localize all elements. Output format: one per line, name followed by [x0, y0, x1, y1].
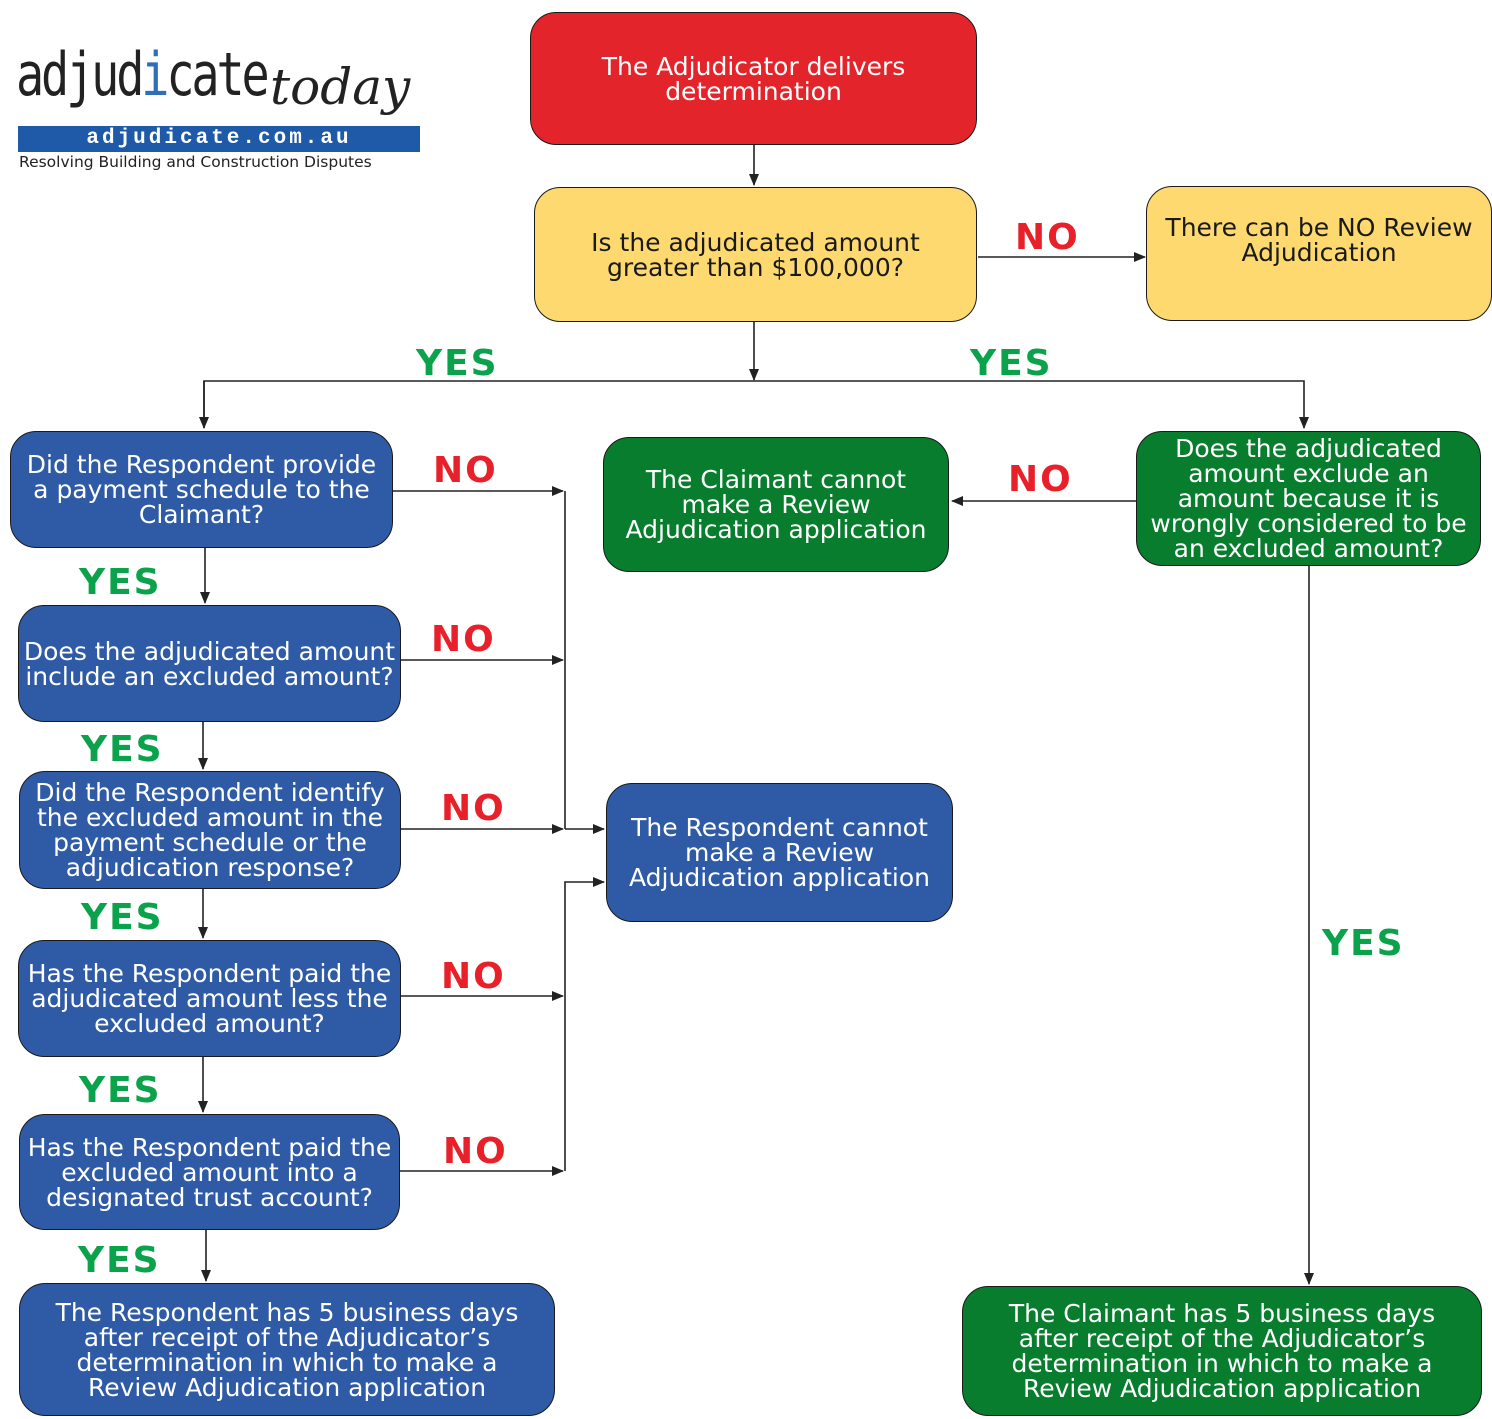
node-wrongly-excluded-question: Does the adjudicated amount exclude an a…	[1136, 431, 1481, 566]
node-include-excluded-question: Does the adjudicated amount include an e…	[18, 605, 401, 722]
label-yes-right: YES	[970, 343, 1053, 384]
node-respondent-cannot: The Respondent cannot make a Review Adju…	[606, 783, 953, 922]
node-payment-schedule-question: Did the Respondent provide a payment sch…	[10, 431, 393, 548]
label-no-5: NO	[443, 1131, 508, 1172]
logo-wordmark: adjudicate	[16, 40, 337, 110]
label-no-amount: NO	[1015, 217, 1080, 258]
label-yes-4: YES	[79, 1070, 162, 1111]
adjudicate-today-logo: adjudicate today adjudicate.com.au Resol…	[16, 40, 421, 175]
label-no-3: NO	[441, 788, 506, 829]
label-yes-5: YES	[78, 1240, 161, 1281]
label-yes-2: YES	[81, 729, 164, 770]
label-yes-1: YES	[79, 562, 162, 603]
node-start: The Adjudicator delivers determination	[530, 12, 977, 145]
node-claimant-cannot: The Claimant cannot make a Review Adjudi…	[603, 437, 949, 572]
node-no-review: There can be NO Review Adjudication	[1146, 186, 1492, 321]
collector-lower	[564, 877, 605, 1171]
logo-word-hi: i	[141, 40, 169, 110]
node-amount-question: Is the adjudicated amount greater than $…	[534, 187, 977, 322]
node-trust-account-question: Has the Respondent paid the excluded amo…	[19, 1114, 400, 1230]
logo-tagline: Resolving Building and Construction Disp…	[19, 153, 372, 171]
label-no-4: NO	[441, 956, 506, 997]
logo-word-pre: adjud	[16, 40, 144, 110]
logo-today: today	[270, 58, 411, 116]
logo-word-post: cate	[166, 40, 269, 110]
label-yes-3: YES	[81, 897, 164, 938]
label-no-1: NO	[433, 450, 498, 491]
label-no-2: NO	[431, 619, 496, 660]
label-no-right: NO	[1008, 459, 1073, 500]
node-paid-less-question: Has the Respondent paid the adjudicated …	[18, 940, 401, 1057]
label-yes-right-down: YES	[1322, 923, 1405, 964]
node-identify-excluded-question: Did the Respondent identify the excluded…	[19, 771, 401, 889]
node-claimant-5-days: The Claimant has 5 business days after r…	[962, 1286, 1482, 1416]
label-yes-left: YES	[416, 343, 499, 384]
node-respondent-5-days: The Respondent has 5 business days after…	[19, 1283, 555, 1416]
logo-url: adjudicate.com.au	[18, 126, 420, 152]
branch-line	[203, 380, 1309, 429]
